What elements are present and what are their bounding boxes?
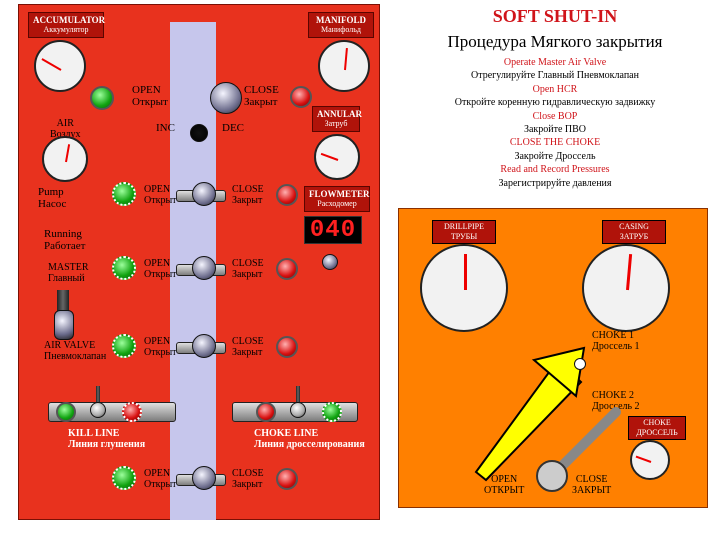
accumulator-gauge	[34, 40, 86, 92]
kill-line-close-light	[122, 402, 142, 422]
drillpipe-gauge	[420, 244, 508, 332]
kill-line-lever	[96, 386, 100, 404]
regulator-close-light	[290, 86, 312, 108]
kill-line-track	[48, 402, 176, 422]
valve-4-open-light	[112, 466, 136, 490]
choke-position-gauge	[630, 440, 670, 480]
kill-line-open-light	[56, 402, 76, 422]
casing-needle	[626, 254, 633, 291]
valve-1-open-light	[112, 182, 136, 206]
valve-1-close-light	[276, 184, 298, 206]
kill-line-handle[interactable]	[90, 402, 106, 418]
casing-gauge	[582, 244, 670, 332]
valve-2-handle[interactable]	[192, 256, 216, 280]
valve-3-close-light	[276, 336, 298, 358]
instruction-step: Закройте ПВО	[523, 124, 587, 136]
choke-line-handle[interactable]	[290, 402, 306, 418]
air-needle	[65, 144, 71, 163]
valve-1-handle[interactable]	[192, 182, 216, 206]
instruction-step: Close BOP	[532, 110, 578, 122]
choke-handle[interactable]	[530, 404, 624, 494]
instruction-step: CLOSE THE CHOKE	[509, 137, 601, 149]
choke-line-lever	[296, 386, 300, 404]
instruction-step: Отрегулируйте Главный Пневмоклапан	[471, 70, 639, 82]
instruction-step: Закройте Дроссель	[514, 150, 596, 162]
choke-line-close-light	[256, 402, 276, 422]
inc-label: INC	[156, 122, 175, 134]
valve-2-open-light	[112, 256, 136, 280]
instruction-step: Зарегистрируйте давления	[498, 177, 612, 189]
instruction-step: Read and Record Pressures	[500, 164, 610, 176]
flowmeter-reset-knob[interactable]	[322, 254, 338, 270]
instructions-list: Operate Master Air Valve Отрегулируйте Г…	[400, 56, 710, 190]
flowmeter-display: 040	[304, 216, 362, 244]
valve-2-close-light	[276, 258, 298, 280]
instruction-step: Operate Master Air Valve	[503, 57, 607, 68]
annular-needle	[320, 152, 339, 161]
page-subtitle: Процедура Мягкого закрытия	[447, 32, 663, 51]
drillpipe-needle	[464, 254, 467, 290]
page-title: SOFT SHUT-IN	[492, 6, 618, 26]
manifold-needle	[344, 47, 348, 71]
valve-3-handle[interactable]	[192, 334, 216, 358]
guide-arrow-head	[531, 346, 586, 398]
instruction-step: Open HCR	[532, 83, 578, 95]
flowmeter-value: 040	[309, 216, 357, 244]
regulator-open-light	[90, 86, 114, 110]
choke-handle-hub	[536, 460, 568, 492]
choke-line-open-light	[322, 402, 342, 422]
valve-4-close-light	[276, 468, 298, 490]
master-air-valve-handle[interactable]	[54, 310, 74, 340]
regulator-knob[interactable]	[210, 82, 242, 114]
annular-gauge	[314, 134, 360, 180]
manifold-gauge	[318, 40, 370, 92]
inc-dec-knob[interactable]	[190, 124, 208, 142]
choke-position-needle	[635, 455, 652, 463]
choke-1-knob[interactable]	[574, 358, 586, 370]
instruction-step: Откройте коренную гидравлическую задвижк…	[454, 97, 656, 109]
dec-label: DEC	[222, 122, 244, 134]
guide-arrow	[474, 346, 586, 482]
air-gauge	[42, 136, 88, 182]
accumulator-needle	[41, 58, 62, 71]
valve-4-handle[interactable]	[192, 466, 216, 490]
valve-3-open-light	[112, 334, 136, 358]
